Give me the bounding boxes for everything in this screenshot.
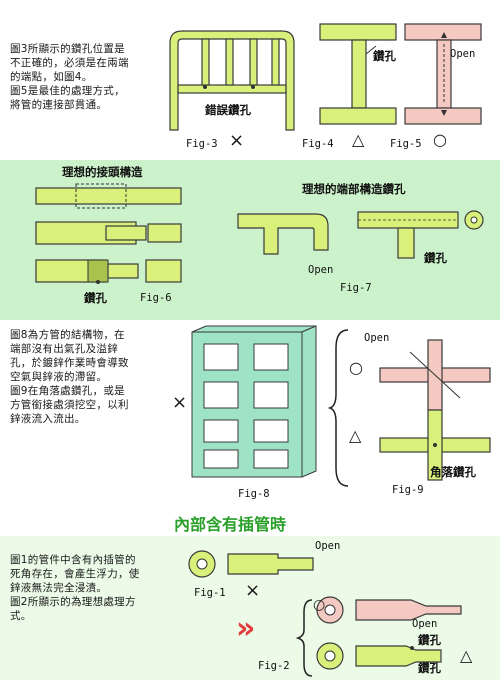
fig4-joint <box>319 23 397 125</box>
brace <box>327 329 349 487</box>
fig2-mark-circle: ○ <box>313 597 326 613</box>
fig8-frame <box>191 325 317 478</box>
fig7-label: Fig-7 <box>340 282 372 294</box>
fig1-pipe <box>188 550 314 578</box>
section-2-heading-left: 理想的接頭構造 <box>62 165 143 179</box>
section-4-text: 圖1的管件中含有內插管的 死角存在，會產生浮力，使 鋅液無法完全浸漬。 圖2所顯… <box>10 554 140 622</box>
fig9-mark-circle: ○ <box>349 358 363 377</box>
fig2-open: Open <box>412 618 438 630</box>
fig4-label: Fig-4 <box>302 138 334 150</box>
fig3-mark: × <box>229 130 245 151</box>
fig2-mark-triangle: △ <box>460 646 473 665</box>
section-3-text: 圖8為方管的結構物，在 端部沒有出氣孔及溢鋅 孔，於鍍鋅作業時會導致 空氣與鋅液… <box>10 329 129 425</box>
fig9-mark-triangle: △ <box>349 426 362 445</box>
fig9-open: Open <box>364 332 390 344</box>
fig8-label: Fig-8 <box>238 488 270 500</box>
fig4-mark: △ <box>352 130 365 149</box>
fig2-caption-top: 鑽孔 <box>418 633 441 647</box>
fig1-open: Open <box>315 540 341 552</box>
fig5-mark: ○ <box>433 130 447 149</box>
fig9-caption: 角落鑽孔 <box>430 465 476 479</box>
fig4-caption: 鑽孔 <box>373 49 396 63</box>
fig7-caption: 鑽孔 <box>424 251 447 265</box>
section-4-title: 內部含有插管時 <box>174 515 287 534</box>
brace-2 <box>295 599 313 677</box>
fig9-cross-bottom <box>379 409 491 481</box>
fig5-label: Fig-5 <box>390 138 422 150</box>
fig1-mark: × <box>245 580 261 601</box>
fig3-caption: 錯誤鑽孔 <box>205 103 251 117</box>
fig2-pipe-bottom <box>316 642 442 670</box>
fig7-open: Open <box>308 264 334 276</box>
fig3-label: Fig-3 <box>186 138 218 150</box>
fig2-caption-bottom: 鑽孔 <box>418 661 441 675</box>
section-2-heading-right: 理想的端部構造鑽孔 <box>302 182 406 196</box>
fig6-caption: 鑽孔 <box>84 291 107 305</box>
fig5-caption: Open <box>450 48 476 60</box>
fig3-railing <box>169 30 295 131</box>
fig6-label: Fig-6 <box>140 292 172 304</box>
fig9-label: Fig-9 <box>392 484 424 496</box>
fig9-cross-top <box>379 339 491 411</box>
fig8-mark: × <box>172 392 188 413</box>
fig1-label: Fig-1 <box>194 587 226 599</box>
fig7-ends <box>237 210 484 259</box>
wrong-hole-marker <box>203 85 207 89</box>
section-4-title-bar <box>0 510 500 536</box>
fig5-joint <box>404 23 482 125</box>
wrong-hole-marker <box>251 85 255 89</box>
fig2-pipe-top <box>316 596 462 624</box>
section-1-text: 圖3所顯示的鑽孔位置是 不正確的，必須是在兩端 的端點，如圖4。 圖5是最佳的處… <box>10 43 129 111</box>
fig2-label: Fig-2 <box>258 660 290 672</box>
arrow-indicator: » <box>236 611 256 646</box>
fig6-joints <box>35 183 182 284</box>
